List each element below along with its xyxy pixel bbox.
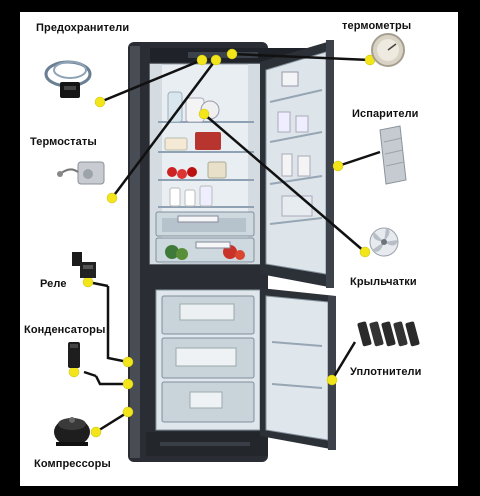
label-evaporators: Испарители: [352, 108, 419, 120]
thermostat-icon: [57, 161, 105, 185]
label-thermostats: Термостаты: [30, 136, 97, 148]
cabinet-side-highlight: [130, 46, 140, 458]
label-seals: Уплотнители: [350, 366, 422, 378]
fuse-cable-icon: [44, 60, 92, 98]
diagram-panel: Предохранители термометры Термостаты Исп…: [20, 12, 458, 486]
fridge-parts-diagram: [44, 33, 420, 462]
label-thermometers: термометры: [342, 20, 412, 32]
fan-impeller-icon: [369, 227, 399, 257]
capacitor-icon: [68, 342, 80, 368]
label-fuses: Предохранители: [36, 22, 130, 34]
refrigerator: [128, 40, 336, 462]
label-condensers: Конденсаторы: [24, 324, 106, 336]
compressor-icon: [54, 417, 90, 446]
relay-icon: [72, 252, 96, 278]
label-relays: Реле: [40, 278, 67, 290]
display-strip: [188, 52, 258, 58]
thermometer-dial-icon: [371, 33, 405, 67]
label-compressors: Компрессоры: [34, 458, 111, 470]
evaporator-plate-icon: [379, 125, 407, 185]
leader-lines: [83, 52, 381, 434]
door-seal-icon: [357, 321, 420, 347]
markers: [68, 48, 376, 438]
label-impellers: Крыльчатки: [350, 276, 417, 288]
